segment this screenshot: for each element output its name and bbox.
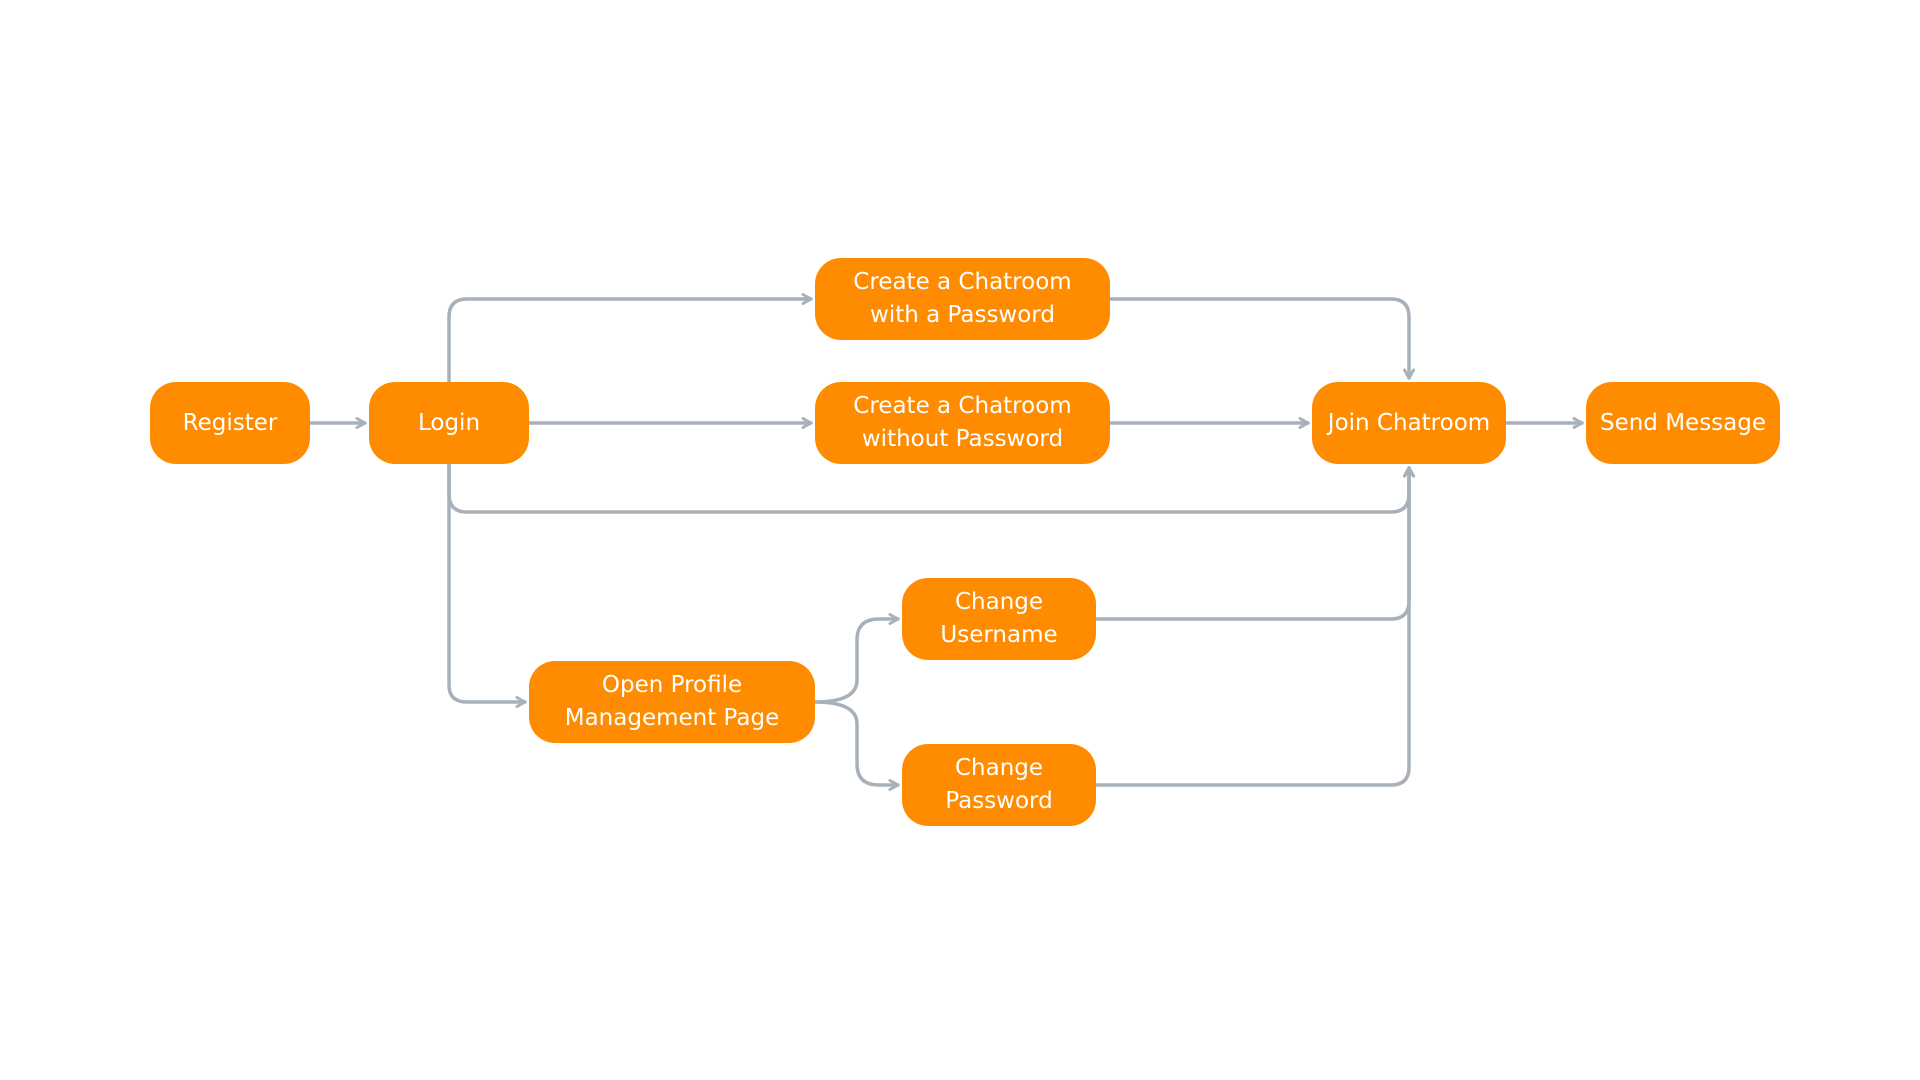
change-password-node[interactable]: Change Password (902, 744, 1096, 826)
connector-login-to-open-profile (447, 462, 527, 708)
join-chatroom-node[interactable]: Join Chatroom (1312, 382, 1506, 464)
register-node[interactable]: Register (150, 382, 310, 464)
open-profile-management-node[interactable]: Open Profile Management Page (529, 661, 815, 743)
create-chatroom-with-password-node[interactable]: Create a Chatroom with a Password (815, 258, 1110, 340)
connector-change-username-to-join-chatroom (1094, 466, 1415, 621)
connector-change-password-to-join-chatroom (1094, 466, 1415, 787)
login-node[interactable]: Login (369, 382, 529, 464)
send-message-node[interactable]: Send Message (1586, 382, 1780, 464)
connector-open-profile-to-change-username (813, 613, 900, 704)
create-chatroom-without-password-node[interactable]: Create a Chatroom without Password (815, 382, 1110, 464)
connector-open-profile-to-change-password (813, 700, 900, 791)
change-username-node[interactable]: Change Username (902, 578, 1096, 660)
connector-login-to-create-with-password (447, 293, 813, 384)
connector-login-to-join-chatroom (447, 462, 1415, 514)
connector-create-with-password-to-join-chatroom (1108, 297, 1415, 380)
